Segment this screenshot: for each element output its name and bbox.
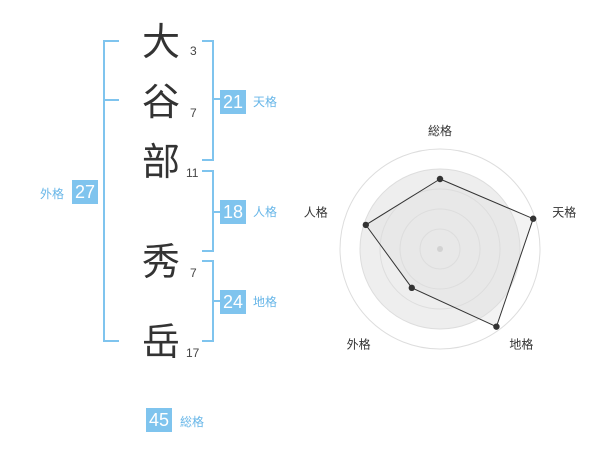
name-char-2: 谷 xyxy=(141,80,180,124)
radar-ring xyxy=(359,168,521,330)
stroke-count-2: 7 xyxy=(190,106,197,120)
tenkaku-bracket-tick xyxy=(212,98,220,100)
radar-center-dot xyxy=(437,246,443,252)
jinkaku-value-badge: 18 xyxy=(220,200,246,224)
tenkaku-bracket xyxy=(202,40,214,161)
stroke-count-3: 11 xyxy=(186,166,199,180)
radar-point-3 xyxy=(493,323,500,330)
jinkaku-label: 人格 xyxy=(253,205,278,219)
radar-axis-label: 人格 xyxy=(304,205,328,220)
radar-point-5 xyxy=(362,221,370,229)
stroke-count-5: 17 xyxy=(186,346,200,360)
chikaku-value-badge: 24 xyxy=(220,290,246,314)
radar-ring xyxy=(379,188,501,310)
stroke-count-1: 3 xyxy=(190,44,197,58)
chikaku-label: 地格 xyxy=(253,295,278,309)
soukaku-value-badge: 45 xyxy=(146,408,172,432)
radar-point-2 xyxy=(530,215,537,222)
gaikaku-label: 外格 xyxy=(40,187,65,201)
gaikaku-value-badge: 27 xyxy=(72,180,98,204)
jinkaku-bracket-tick xyxy=(212,211,220,213)
soukaku-label: 総格 xyxy=(180,415,205,429)
name-char-3: 部 xyxy=(141,140,180,184)
radar-axis-label: 地格 xyxy=(509,336,533,351)
radar-axis-label: 総格 xyxy=(428,123,452,138)
radar-ring xyxy=(399,208,481,290)
radar-axis-label: 外格 xyxy=(347,336,371,351)
chikaku-bracket-tick xyxy=(212,300,220,302)
tenkaku-value-badge: 21 xyxy=(220,90,246,114)
name-char-5: 岳 xyxy=(141,320,180,364)
radar-axis-label: 天格 xyxy=(552,205,576,220)
radar-ring xyxy=(419,228,461,270)
radar-point-1 xyxy=(436,175,444,183)
gaikaku-bracket xyxy=(103,40,119,342)
radar-ring xyxy=(339,148,541,350)
radar-series-polygon xyxy=(365,178,534,328)
radar-point-4 xyxy=(408,284,415,292)
name-char-4: 秀 xyxy=(141,240,180,284)
name-char-1: 大 xyxy=(141,20,180,64)
gaikaku-bracket-mid-tick xyxy=(105,99,119,101)
stroke-count-4: 7 xyxy=(190,266,197,280)
tenkaku-label: 天格 xyxy=(253,95,278,109)
